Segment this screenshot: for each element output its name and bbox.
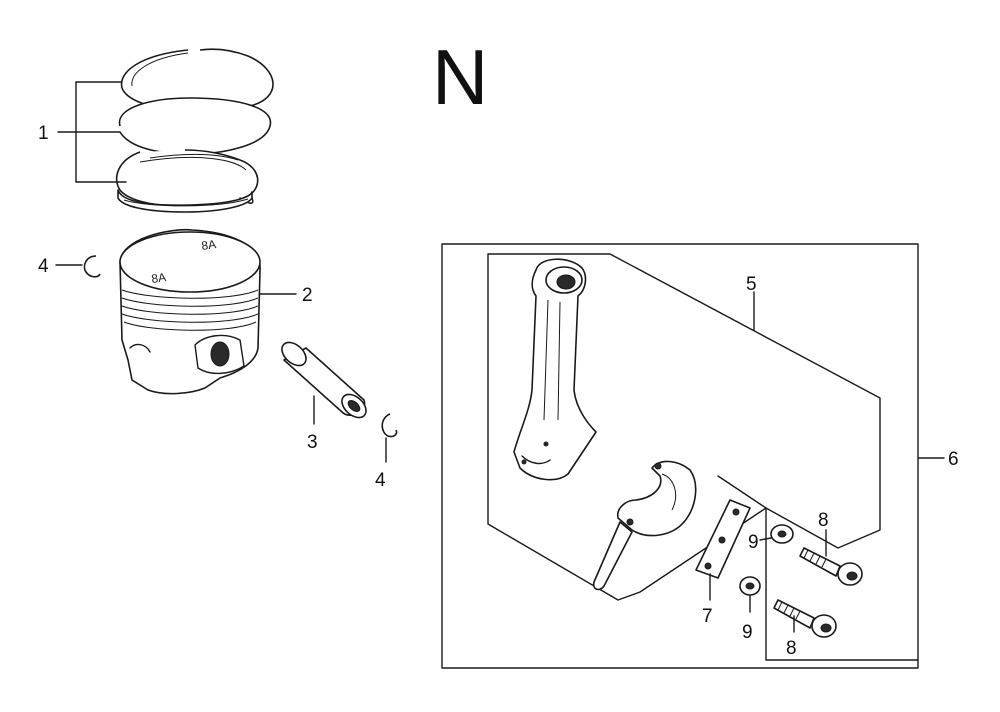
washer-bottom <box>739 576 761 596</box>
washer-top <box>770 524 794 544</box>
svg-text:8A: 8A <box>200 237 216 253</box>
callout-3: 3 <box>307 432 318 453</box>
callout-6: 6 <box>948 449 959 470</box>
callout-9-top: 9 <box>748 532 759 553</box>
piston-pin <box>281 341 367 419</box>
rod-cap <box>592 460 697 591</box>
piston: 8A 8A <box>119 228 261 395</box>
callout-7: 7 <box>702 606 713 627</box>
svg-text:8A: 8A <box>150 270 166 286</box>
bolt-top <box>799 547 863 586</box>
callout-4-right: 4 <box>375 470 386 491</box>
piston-rings <box>115 48 274 213</box>
lock-plate <box>695 499 751 579</box>
callout-2: 2 <box>302 285 313 306</box>
bolt-bottom <box>773 599 837 638</box>
lock-plate-frame <box>717 475 919 661</box>
callout-4-left: 4 <box>38 256 49 277</box>
connecting-rod <box>513 258 597 481</box>
callout-5: 5 <box>746 274 757 295</box>
clip-right <box>381 413 398 438</box>
connecting-rod-frame <box>487 253 881 601</box>
section-letter: N <box>432 33 488 121</box>
rod-assembly-frame <box>441 243 945 669</box>
callout-1: 1 <box>38 123 49 144</box>
callout-9-bottom: 9 <box>742 622 753 643</box>
callout-8-bottom: 8 <box>786 638 797 659</box>
rings-callout-bracket <box>57 81 127 183</box>
washer-top-leader <box>759 537 772 541</box>
clip-left <box>83 255 101 278</box>
callout-8-top: 8 <box>818 510 829 531</box>
